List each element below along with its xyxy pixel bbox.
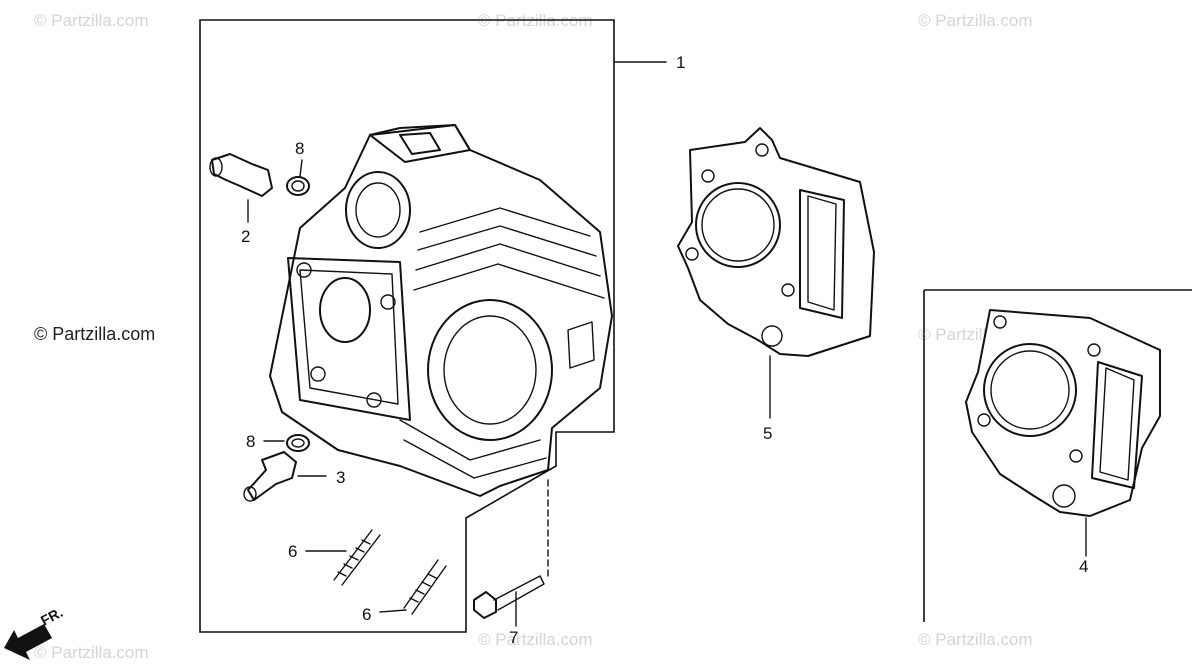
callout-6a: 6 (288, 542, 297, 561)
callout-1: 1 (676, 53, 685, 72)
part-4-gasket: 4 (965, 309, 1161, 576)
watermark-top-right: © Partzilla.com (918, 11, 1033, 30)
part-8-oring-lower: 8 (246, 432, 310, 452)
part-5-gasket: 5 (677, 127, 875, 443)
front-arrow-icon (4, 624, 52, 660)
callout-8-lower: 8 (246, 432, 255, 451)
callout-7: 7 (509, 628, 518, 647)
part-6-stud-b: 6 (362, 559, 447, 624)
callout-2: 2 (241, 227, 250, 246)
part-7-bolt: 7 (473, 479, 549, 647)
cylinder-head (269, 124, 613, 497)
callout-3: 3 (336, 468, 345, 487)
callout-5: 5 (763, 424, 772, 443)
assembly-4-boundary (923, 289, 1192, 622)
watermark-top-left: © Partzilla.com (34, 11, 149, 30)
part-2-plug: 2 (209, 153, 273, 246)
part-6-stud-a: 6 (288, 529, 381, 586)
watermark-bottom-left: © Partzilla.com (34, 643, 149, 662)
leader-line-6b (379, 609, 407, 613)
callout-4: 4 (1079, 557, 1088, 576)
copyright-notice: © Partzilla.com (34, 324, 155, 344)
front-label: FR. (38, 604, 65, 629)
leader-line-8-top (299, 159, 303, 177)
callout-8-top: 8 (295, 139, 304, 158)
watermark-bottom-right: © Partzilla.com (918, 630, 1033, 649)
watermark-bottom-center: © Partzilla.com (478, 630, 593, 649)
part-3-bolt: 3 (243, 451, 345, 502)
part-8-oring-top: 8 (286, 139, 310, 196)
assembly-1-boundary (199, 19, 615, 633)
callout-6b: 6 (362, 605, 371, 624)
